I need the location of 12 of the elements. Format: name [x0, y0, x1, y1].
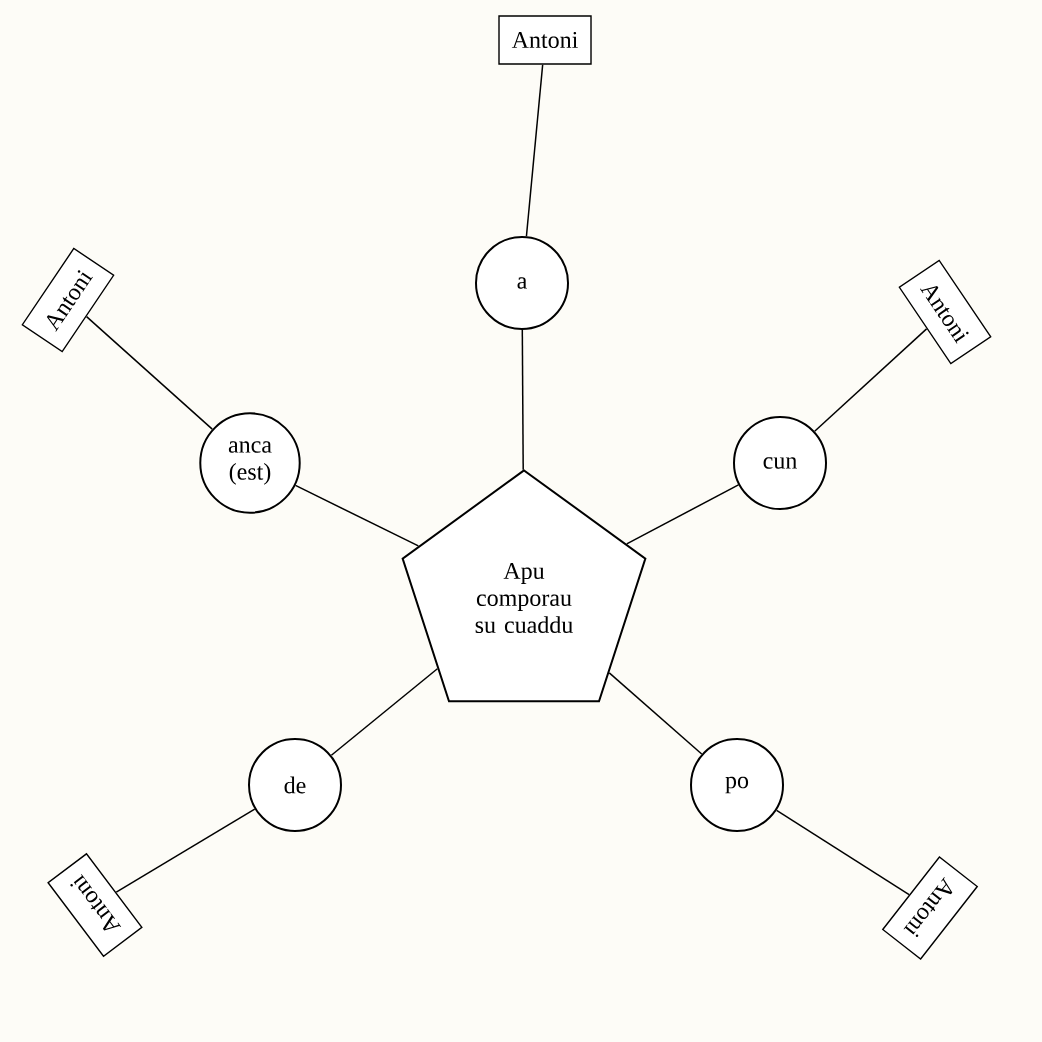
name-box: Antoni — [498, 15, 592, 65]
connector-line — [525, 63, 544, 237]
connector-line — [330, 668, 439, 757]
connector-line — [775, 809, 910, 896]
connector-line — [294, 484, 420, 547]
connector-line — [608, 672, 703, 755]
connector-line — [813, 328, 928, 433]
connector-line — [521, 329, 524, 471]
sentence-pentagon: Apu comporau su cuaddu — [401, 469, 647, 703]
connector-line — [85, 315, 213, 430]
connector-line — [115, 808, 256, 893]
connector-line — [626, 484, 740, 545]
